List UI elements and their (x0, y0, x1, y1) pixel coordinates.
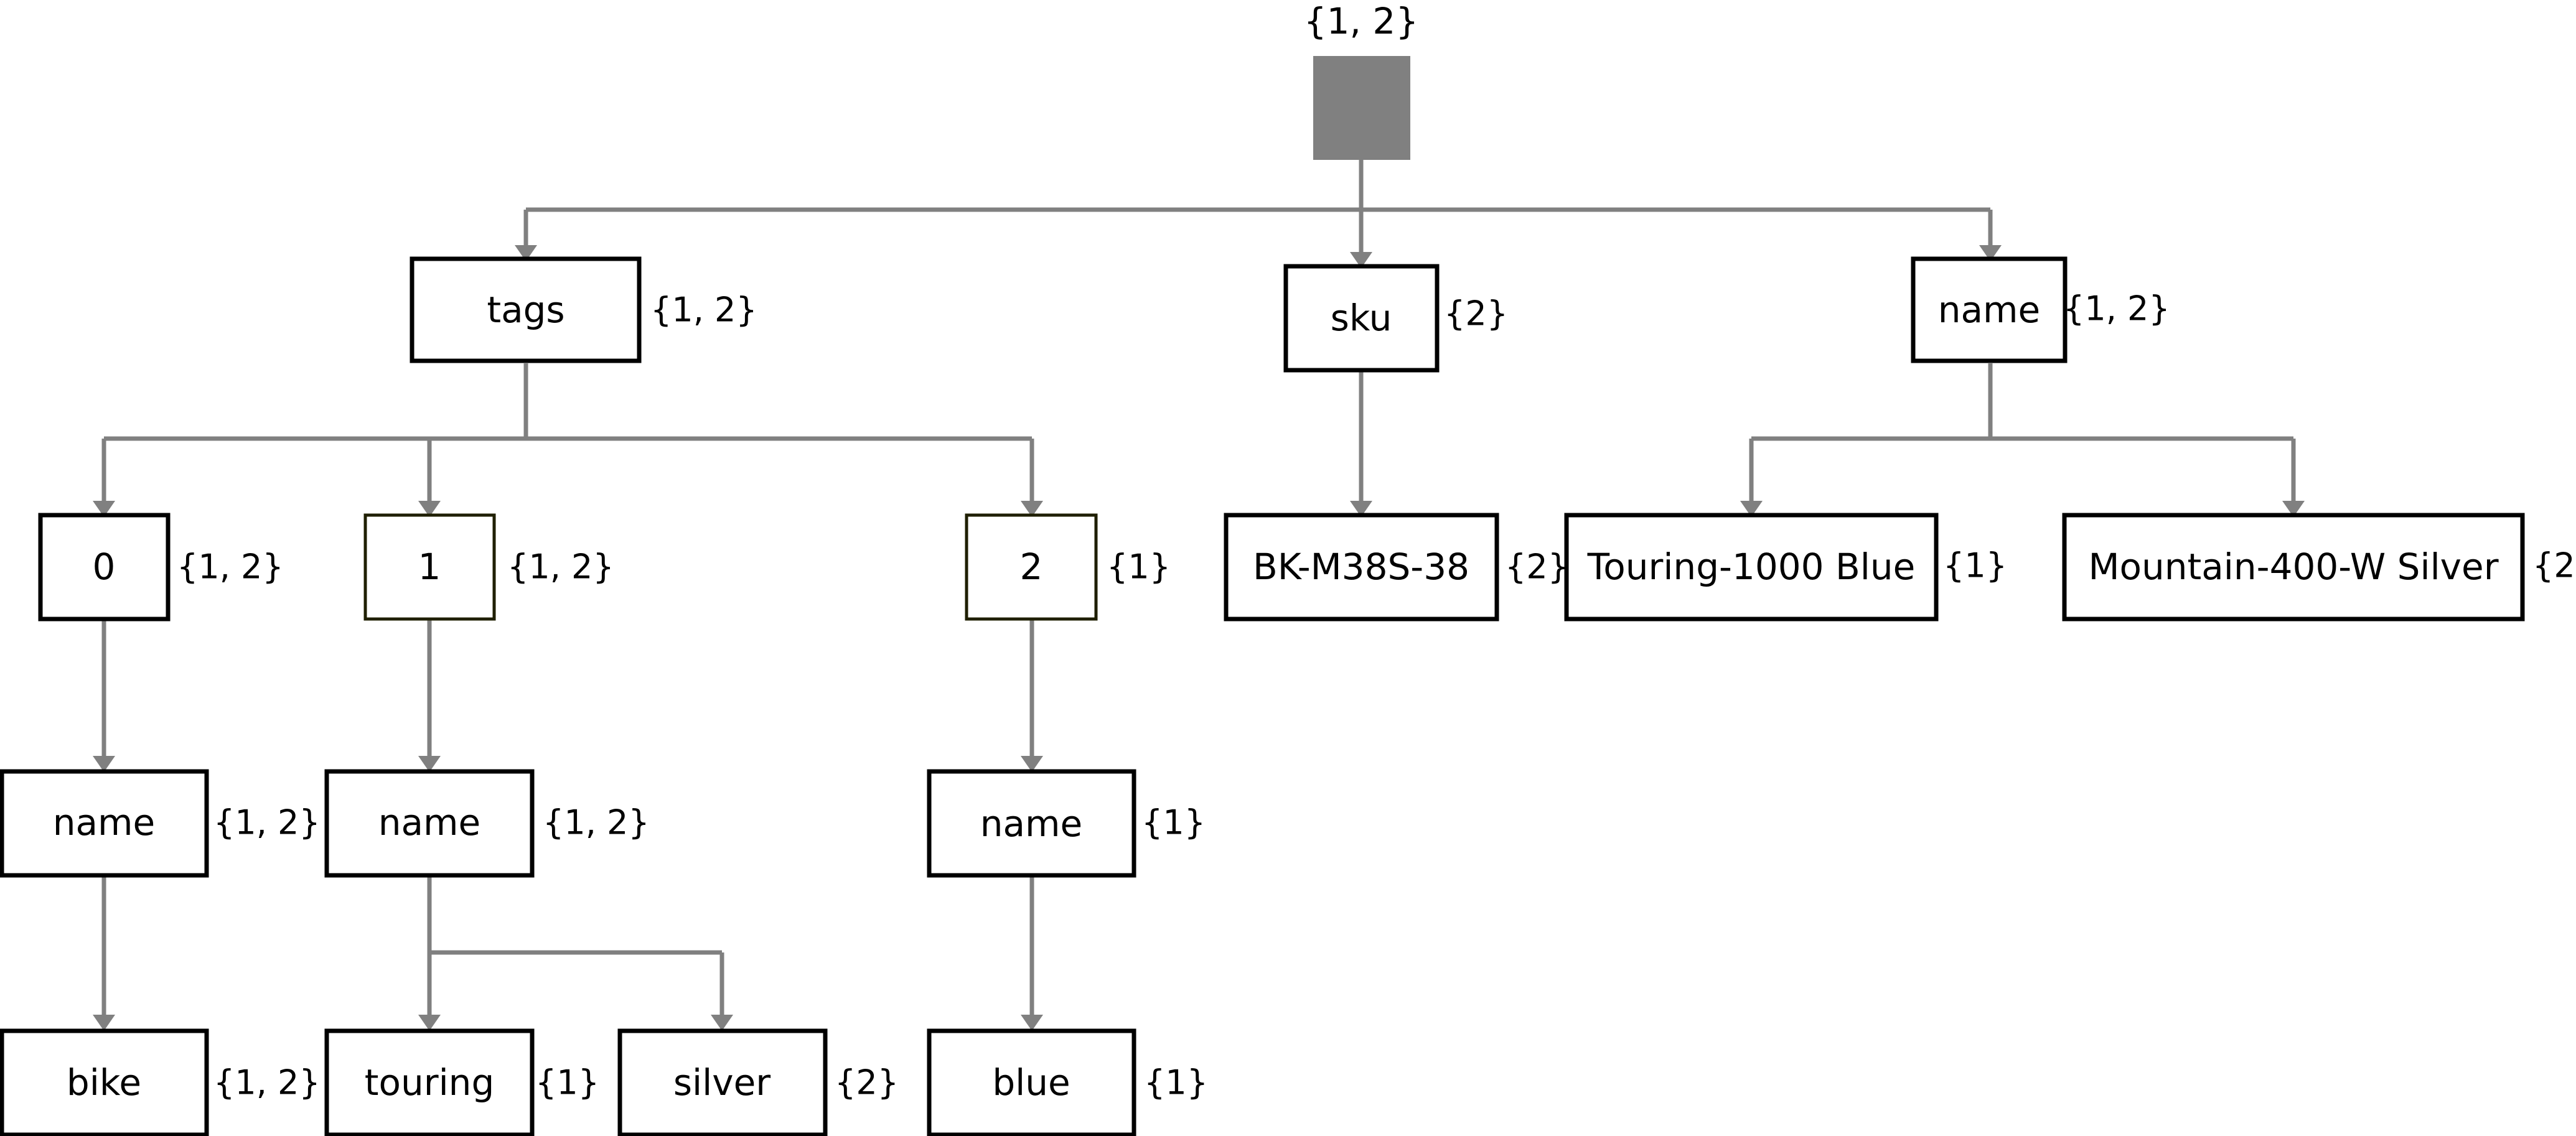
node-index-0-label: 0 (93, 546, 116, 588)
root-set: {1, 2} (1304, 0, 1418, 42)
node-bike-label: bike (67, 1061, 141, 1104)
node-name-value-2-set: {2} (2532, 546, 2576, 585)
node-index-0-box (38, 513, 171, 622)
node-bike-set: {1, 2} (213, 1063, 321, 1102)
node-index-1-label: 1 (418, 546, 441, 588)
node-sku-value: BK-M38S-38 {2} (1224, 513, 1569, 622)
node-tags-label: tags (487, 289, 564, 331)
node-index-1-box (363, 513, 496, 621)
node-name-0-set: {1, 2} (213, 803, 321, 842)
node-index-2: 2 {1} (965, 513, 1171, 621)
node-sku-value-box (1224, 513, 1499, 622)
node-name-2-set: {1} (1141, 803, 1206, 842)
arrowhead-tags (515, 245, 537, 261)
node-index-1-set: {1, 2} (507, 547, 614, 587)
node-name-value-2-label: Mountain-400-W Silver (2088, 546, 2498, 588)
node-touring: touring {1} (324, 1028, 599, 1136)
arrowhead-1 (418, 501, 441, 517)
arrowhead-touring (418, 1015, 441, 1031)
node-name-1-label: name (378, 801, 480, 844)
node-sku-set: {2} (1444, 294, 1508, 333)
node-name-top-box (1911, 256, 2068, 363)
arrowhead-sku (1350, 252, 1372, 268)
node-silver-label: silver (673, 1061, 770, 1104)
node-tags-box (410, 256, 642, 363)
node-bike: bike {1, 2} (0, 1028, 321, 1136)
node-index-0: 0 {1, 2} (38, 513, 284, 622)
node-name-0: name {1, 2} (0, 769, 321, 878)
node-sku-value-set: {2} (1505, 547, 1569, 587)
node-sku-value-label: BK-M38S-38 (1253, 546, 1469, 588)
node-name-1: name {1, 2} (324, 769, 650, 878)
node-name-value-1-label: Touring-1000 Blue (1587, 546, 1916, 588)
node-touring-box (324, 1028, 535, 1136)
node-name-value-2: Mountain-400-W Silver {2} (2062, 513, 2576, 622)
node-sku-label: sku (1331, 297, 1392, 339)
node-touring-label: touring (365, 1061, 495, 1104)
node-bike-box (0, 1028, 209, 1136)
node-sku: sku {2} (1283, 264, 1508, 373)
node-name-value-2-box (2062, 513, 2525, 622)
node-index-2-set: {1} (1107, 547, 1171, 587)
root-box (1313, 56, 1410, 160)
node-name-value-1: Touring-1000 Blue {1} (1564, 513, 2007, 622)
node-tags: tags {1, 2} (410, 256, 757, 363)
edges (93, 160, 2305, 1031)
root-node: {1, 2} (1304, 0, 1418, 160)
node-name-1-set: {1, 2} (543, 803, 650, 842)
node-name-0-box (0, 769, 209, 878)
node-name-top-set: {1, 2} (2063, 289, 2170, 328)
node-tags-set: {1, 2} (650, 291, 757, 330)
node-blue: blue {1} (927, 1028, 1208, 1136)
arrowhead-2 (1021, 501, 1043, 517)
node-silver-set: {2} (835, 1063, 899, 1102)
node-silver-box (617, 1028, 828, 1136)
arrowhead-value2 (2282, 501, 2305, 517)
node-name-2: name {1} (927, 769, 1206, 878)
node-blue-label: blue (992, 1061, 1070, 1104)
arrowhead-sku-value (1350, 501, 1372, 517)
arrowhead-name2 (1021, 756, 1043, 772)
node-name-2-box (927, 769, 1136, 878)
arrowhead-name0 (93, 756, 115, 772)
arrowhead-0 (93, 501, 115, 517)
node-index-1: 1 {1, 2} (363, 513, 614, 621)
arrowhead-silver (711, 1015, 733, 1031)
node-name-value-1-set: {1} (1943, 546, 2007, 585)
node-blue-set: {1} (1144, 1063, 1208, 1102)
arrowhead-name1 (418, 756, 441, 772)
node-name-2-label: name (980, 803, 1082, 845)
node-index-0-set: {1, 2} (177, 547, 284, 587)
arrowhead-name (1979, 245, 2002, 261)
arrowhead-value1 (1740, 501, 1763, 517)
node-name-0-label: name (53, 801, 155, 844)
node-blue-box (927, 1028, 1136, 1136)
node-name-top: name {1, 2} (1911, 256, 2170, 363)
node-sku-box (1283, 264, 1440, 373)
node-name-value-1-box (1564, 513, 1939, 622)
node-silver: silver {2} (617, 1028, 899, 1136)
arrowhead-blue (1021, 1015, 1043, 1031)
node-touring-set: {1} (535, 1063, 599, 1102)
node-index-2-label: 2 (1020, 546, 1043, 588)
arrowhead-bike (93, 1015, 115, 1031)
node-name-1-box (324, 769, 535, 878)
node-name-top-label: name (1938, 289, 2040, 331)
node-index-2-box (965, 513, 1098, 621)
